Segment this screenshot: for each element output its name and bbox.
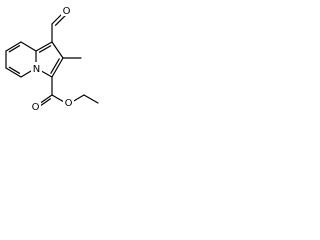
- bond-ester-c-o-double: [38, 94, 53, 105]
- chemical-structure-diagram: O N O O: [0, 0, 106, 118]
- bond-ester-c-o-single: [51, 94, 65, 103]
- bond-ethyl-ch3: [83, 94, 99, 104]
- bond-cho-o-double: [54, 14, 67, 26]
- bond-c1-c2: [51, 41, 64, 59]
- bond-c2-c3-double: [50, 58, 60, 74]
- bond-c5-c6: [5, 67, 22, 78]
- bond-c7-c8: [5, 41, 22, 52]
- ether-oxygen-label: O: [65, 98, 73, 109]
- carbonyl-oxygen-label: O: [32, 102, 40, 113]
- bond-c7-c8-double: [8, 45, 21, 53]
- structure-drawing: O N O O: [5, 4, 99, 113]
- bond-ester-c-o-double-inner: [39, 98, 52, 107]
- ring-nitrogen-label: N: [33, 64, 40, 75]
- bond-c8a-c1-double: [38, 45, 52, 53]
- bond-c8a-c1: [35, 41, 53, 52]
- bond-c5-c6-double: [8, 66, 21, 74]
- bond-c2-c3: [51, 57, 64, 78]
- aldehyde-oxygen-label: O: [63, 6, 71, 17]
- bond-c8-c8a: [20, 41, 37, 52]
